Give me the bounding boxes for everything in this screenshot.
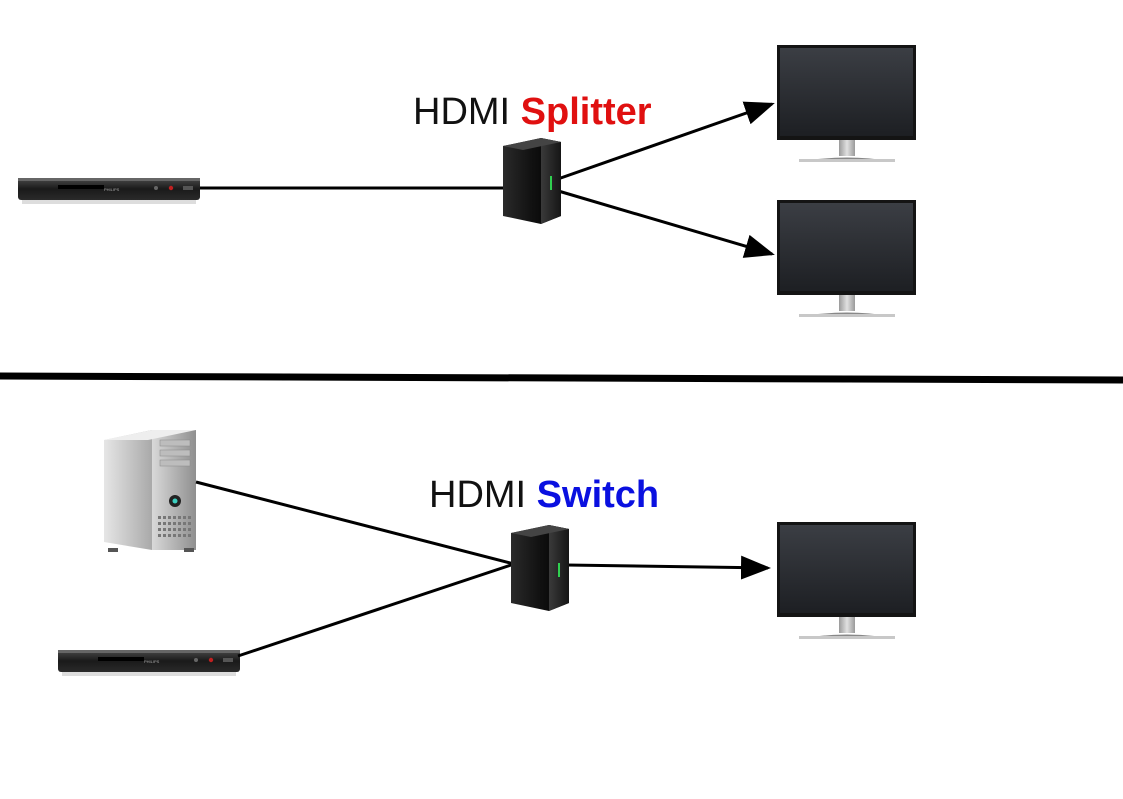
splitter-section: PHILIPS	[18, 45, 916, 317]
output-arrow-2	[554, 188, 775, 258]
monitor-icon	[777, 45, 916, 162]
bluray-player-icon: PHILIPS	[18, 178, 200, 204]
splitter-box-icon	[503, 138, 561, 224]
player-brand-text: PHILIPS	[144, 659, 160, 664]
switch-box-icon	[511, 525, 569, 611]
desktop-tower-icon	[104, 430, 196, 552]
splitter-title-lead: HDMI	[413, 91, 511, 133]
switch-title-key: Switch	[536, 474, 660, 516]
player-brand-text: PHILIPS	[104, 187, 120, 192]
bluray-player-icon: PHILIPS	[58, 650, 240, 676]
input-cable-1	[195, 480, 515, 566]
monitor-icon	[777, 200, 916, 317]
output-arrow	[565, 555, 771, 580]
output-arrow-1	[554, 101, 775, 182]
switch-section: PHILIPS	[58, 430, 916, 676]
splitter-title-key: Splitter	[520, 91, 652, 133]
section-divider	[0, 372, 1123, 384]
monitor-icon	[777, 522, 916, 639]
led-indicator	[550, 176, 552, 190]
led-indicator	[558, 563, 560, 577]
switch-title-lead: HDMI	[429, 474, 527, 516]
input-cable-2	[237, 562, 515, 658]
splitter-title: HDMI Splitter	[413, 93, 652, 131]
switch-title: HDMI Switch	[429, 476, 659, 514]
